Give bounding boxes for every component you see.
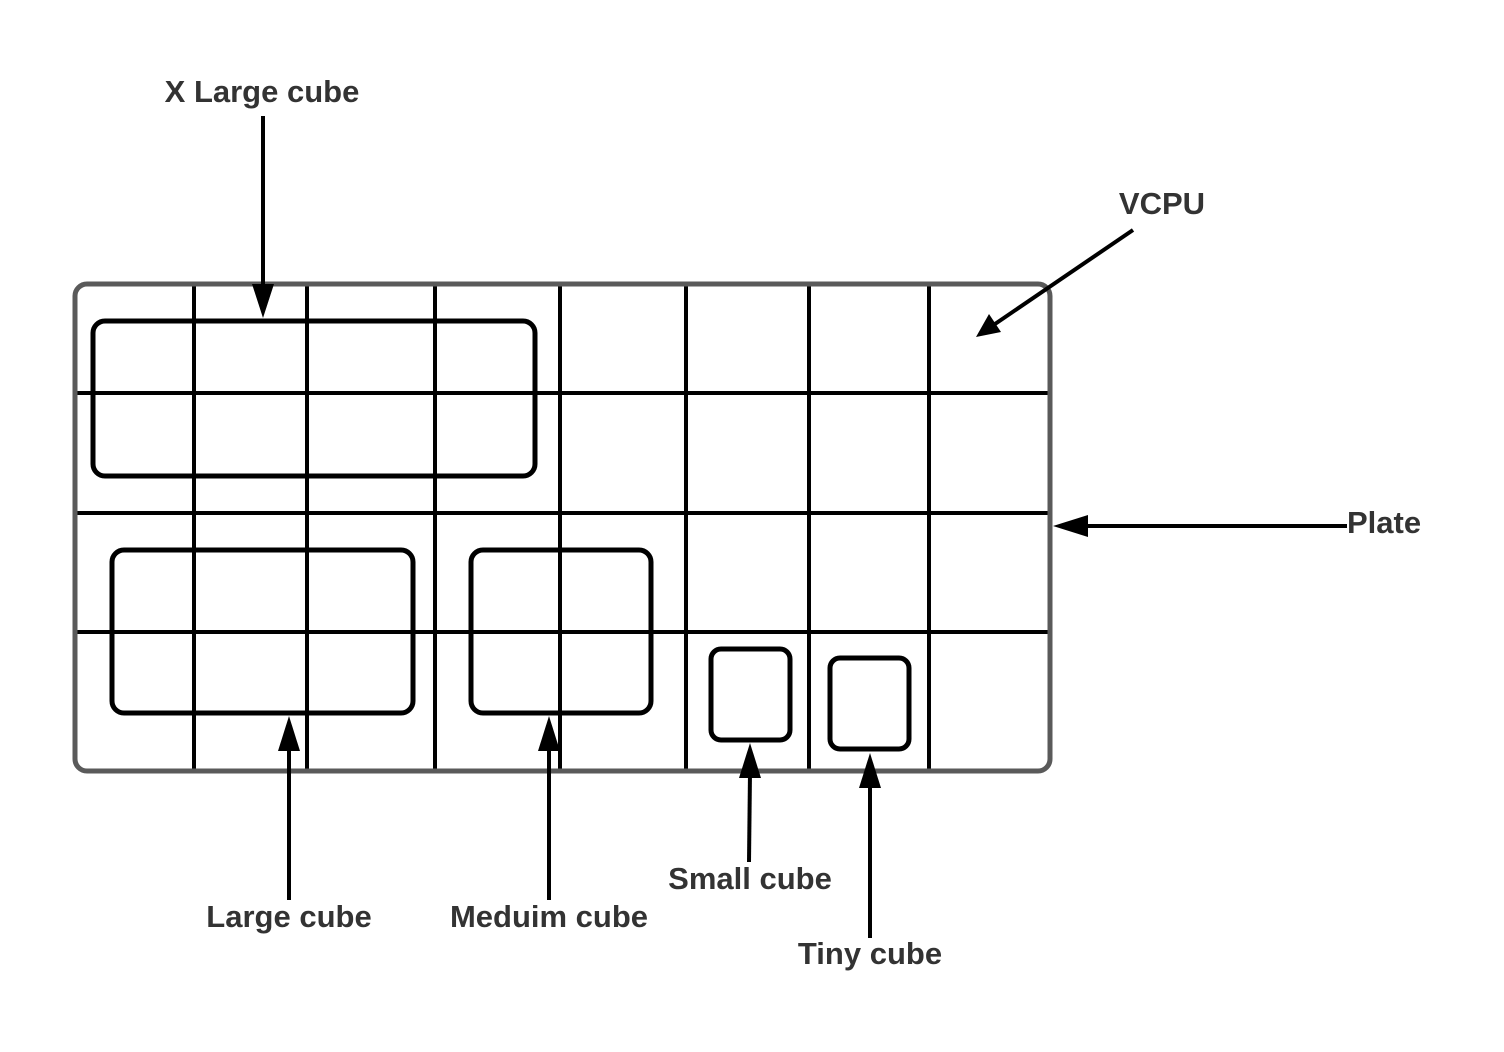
arrow-head [739,743,761,778]
small-cube-box [708,646,793,743]
vcpu-label: VCPU [1119,186,1205,221]
plate-arrow [1053,515,1347,537]
vcpu-arrow [976,228,1135,337]
medium-cube-box [468,547,654,716]
x-large-cube-label: X Large cube [165,74,360,109]
arrow-head [278,716,300,751]
large-cube-label: Large cube [206,899,371,934]
medium-cube-arrow [538,716,560,900]
tiny-cube-arrow [859,753,881,938]
x-large-cube-box [90,318,538,479]
arrow-head [1053,515,1088,537]
arrow-head [538,716,560,751]
arrow-shaft [747,771,752,863]
x-large-cube-arrow [252,116,274,318]
large-cube-box [109,547,416,716]
small-cube-label: Small cube [668,861,832,896]
medium-cube-label: Meduim cube [450,899,648,934]
tiny-cube-label: Tiny cube [798,936,942,971]
arrow-shaft [993,228,1135,326]
arrow-head [976,314,1001,337]
plate-border [72,281,1053,774]
arrow-head [859,753,881,788]
vcpu-grid [76,285,1049,771]
plate-label: Plate [1347,505,1421,540]
large-cube-arrow [278,716,300,900]
small-cube-arrow [739,743,761,863]
tiny-cube-box [827,655,912,752]
arrow-head [252,284,274,318]
